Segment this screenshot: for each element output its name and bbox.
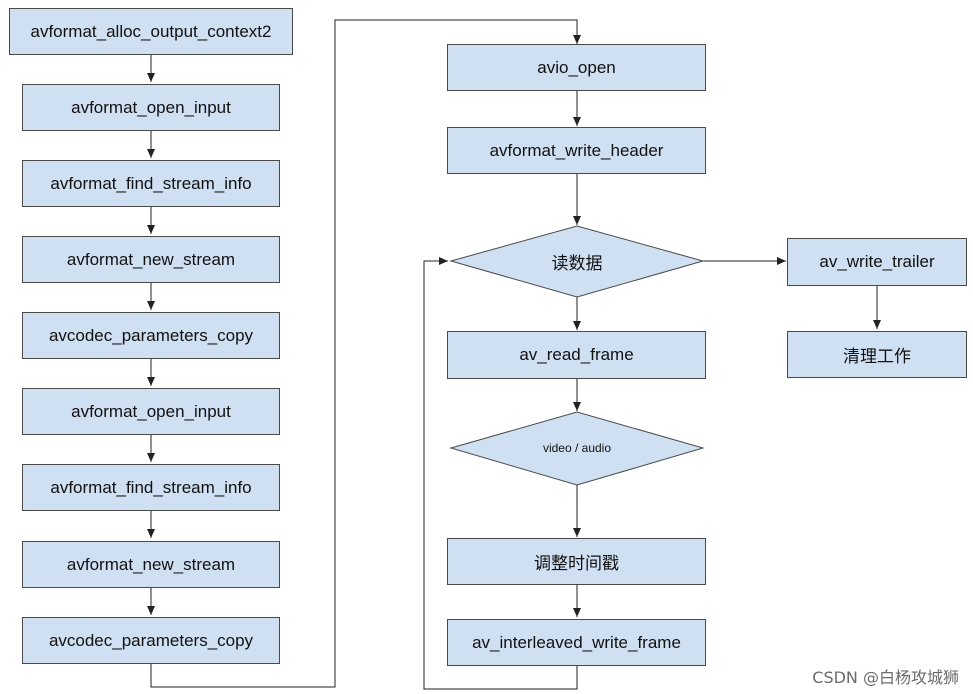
- decision-read-diamond: [449, 225, 705, 298]
- connector-loop-back: [423, 257, 578, 690]
- step-avio-open: avio_open: [447, 44, 706, 91]
- step-new-stream-2: avformat_new_stream: [22, 541, 280, 588]
- step-interleaved-write-frame: av_interleaved_write_frame: [447, 619, 706, 666]
- step-adjust-timestamp: 调整时间戳: [447, 538, 706, 585]
- step-alloc-output-context: avformat_alloc_output_context2: [9, 8, 293, 55]
- step-read-frame: av_read_frame: [447, 331, 706, 379]
- decision-av-diamond: [449, 411, 705, 486]
- decision-read-label: 读数据: [551, 253, 603, 273]
- step-open-input-1: avformat_open_input: [22, 84, 280, 131]
- step-open-input-2: avformat_open_input: [22, 388, 280, 435]
- step-find-stream-info-1: avformat_find_stream_info: [22, 160, 280, 207]
- step-new-stream-1: avformat_new_stream: [22, 236, 280, 283]
- step-find-stream-info-2: avformat_find_stream_info: [22, 464, 280, 511]
- step-parameters-copy-2: avcodec_parameters_copy: [22, 617, 280, 664]
- step-parameters-copy-1: avcodec_parameters_copy: [22, 312, 280, 359]
- watermark: CSDN @白杨攻城狮: [812, 668, 959, 687]
- step-cleanup: 清理工作: [787, 331, 967, 378]
- step-write-trailer: av_write_trailer: [787, 238, 967, 286]
- decision-av-label: video / audio: [542, 441, 612, 455]
- step-write-header: avformat_write_header: [447, 127, 706, 174]
- connector-left-to-avio: [150, 19, 581, 688]
